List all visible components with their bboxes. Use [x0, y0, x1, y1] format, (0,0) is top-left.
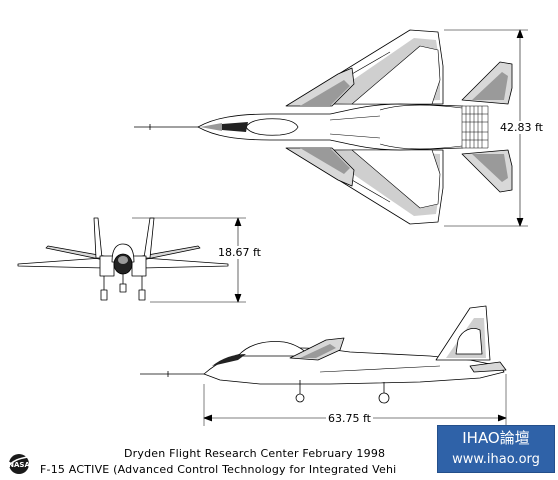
front-view-left-tail	[93, 217, 103, 259]
side-view	[140, 305, 507, 426]
watermark-badge: IHAO論壇 www.ihao.org	[437, 425, 555, 473]
top-view-nozzles	[461, 105, 489, 149]
side-view-main-wheel	[378, 392, 390, 404]
caption-line-2: F-15 ACTIVE (Advanced Control Technology…	[40, 463, 397, 476]
length-label: 63.75 ft	[326, 412, 373, 425]
top-view	[134, 29, 528, 227]
nasa-logo-text: NASA	[8, 461, 30, 469]
height-label: 18.67 ft	[216, 246, 263, 259]
front-view-right-wing	[141, 257, 229, 269]
front-view-left-wing	[17, 257, 105, 269]
front-view	[17, 217, 246, 303]
watermark-url: www.ihao.org	[452, 452, 540, 467]
front-view-right-tail	[143, 217, 155, 259]
top-view-canopy	[245, 118, 299, 136]
wingspan-label: 42.83 ft	[498, 121, 545, 134]
side-view-nose-wheel	[295, 393, 305, 403]
caption-line-1: Dryden Flight Research Center February 1…	[124, 447, 386, 460]
watermark-brand: IHAO論壇	[462, 429, 530, 447]
nasa-meatball-icon: NASA	[4, 452, 34, 480]
